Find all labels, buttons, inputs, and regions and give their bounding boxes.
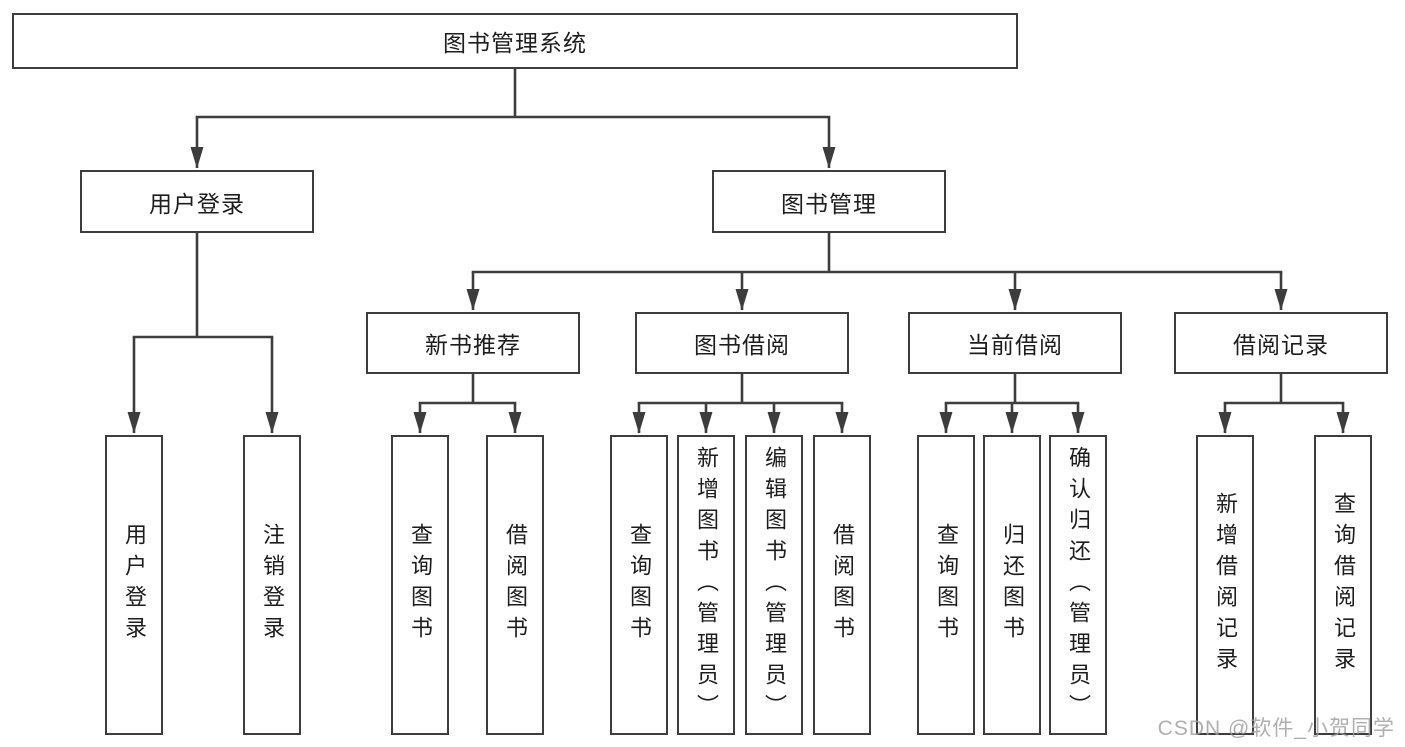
leaf-borrow-query-book-label: 查询图书 bbox=[627, 523, 652, 647]
node-root-label: 图书管理系统 bbox=[443, 30, 587, 56]
node-root-system: 图书管理系统 bbox=[12, 13, 1018, 69]
node-book-borrow-label: 图书借阅 bbox=[694, 332, 790, 358]
node-book-management: 图书管理 bbox=[712, 170, 946, 233]
leaf-user-logout-label: 注销登录 bbox=[260, 523, 285, 647]
leaf-records-query-record: 查询借阅记录 bbox=[1314, 435, 1372, 735]
node-new-book-recommend: 新书推荐 bbox=[366, 312, 580, 374]
node-book-management-label: 图书管理 bbox=[781, 190, 877, 217]
leaf-current-confirm-return-admin-label: 确认归还（管理员） bbox=[1066, 445, 1091, 725]
node-current-borrow-label: 当前借阅 bbox=[967, 332, 1063, 358]
leaf-user-login: 用户登录 bbox=[105, 435, 163, 735]
leaf-recommend-query-book-label: 查询图书 bbox=[408, 523, 433, 647]
leaf-user-login-label: 用户登录 bbox=[122, 523, 147, 647]
leaf-records-add-record-label: 新增借阅记录 bbox=[1213, 492, 1238, 678]
leaf-records-add-record: 新增借阅记录 bbox=[1196, 435, 1254, 735]
csdn-watermark: CSDN @软件_小贺同学 bbox=[1157, 717, 1395, 740]
node-book-borrow: 图书借阅 bbox=[635, 312, 849, 374]
node-current-borrow: 当前借阅 bbox=[908, 312, 1122, 374]
node-user-login-label: 用户登录 bbox=[149, 190, 245, 217]
leaf-recommend-borrow-book-label: 借阅图书 bbox=[503, 523, 528, 647]
leaf-current-confirm-return-admin: 确认归还（管理员） bbox=[1049, 435, 1107, 735]
leaf-borrow-add-book-admin: 新增图书（管理员） bbox=[677, 435, 735, 735]
leaf-current-query-book-label: 查询图书 bbox=[934, 523, 959, 647]
leaf-borrow-edit-book-admin-label: 编辑图书（管理员） bbox=[762, 445, 787, 725]
leaf-user-logout: 注销登录 bbox=[243, 435, 301, 735]
node-borrow-records: 借阅记录 bbox=[1174, 312, 1388, 374]
leaf-current-return-book: 归还图书 bbox=[983, 435, 1041, 735]
leaf-borrow-edit-book-admin: 编辑图书（管理员） bbox=[745, 435, 803, 735]
node-new-book-recommend-label: 新书推荐 bbox=[425, 332, 521, 358]
leaf-recommend-query-book: 查询图书 bbox=[391, 435, 449, 735]
leaf-borrow-borrow-book: 借阅图书 bbox=[813, 435, 871, 735]
leaf-current-return-book-label: 归还图书 bbox=[1000, 523, 1025, 647]
leaf-records-query-record-label: 查询借阅记录 bbox=[1331, 492, 1356, 678]
leaf-borrow-query-book: 查询图书 bbox=[610, 435, 668, 735]
leaf-borrow-add-book-admin-label: 新增图书（管理员） bbox=[694, 445, 719, 725]
node-user-login-branch: 用户登录 bbox=[80, 170, 314, 233]
leaf-borrow-borrow-book-label: 借阅图书 bbox=[830, 523, 855, 647]
node-borrow-records-label: 借阅记录 bbox=[1233, 332, 1329, 358]
leaf-recommend-borrow-book: 借阅图书 bbox=[486, 435, 544, 735]
leaf-current-query-book: 查询图书 bbox=[917, 435, 975, 735]
